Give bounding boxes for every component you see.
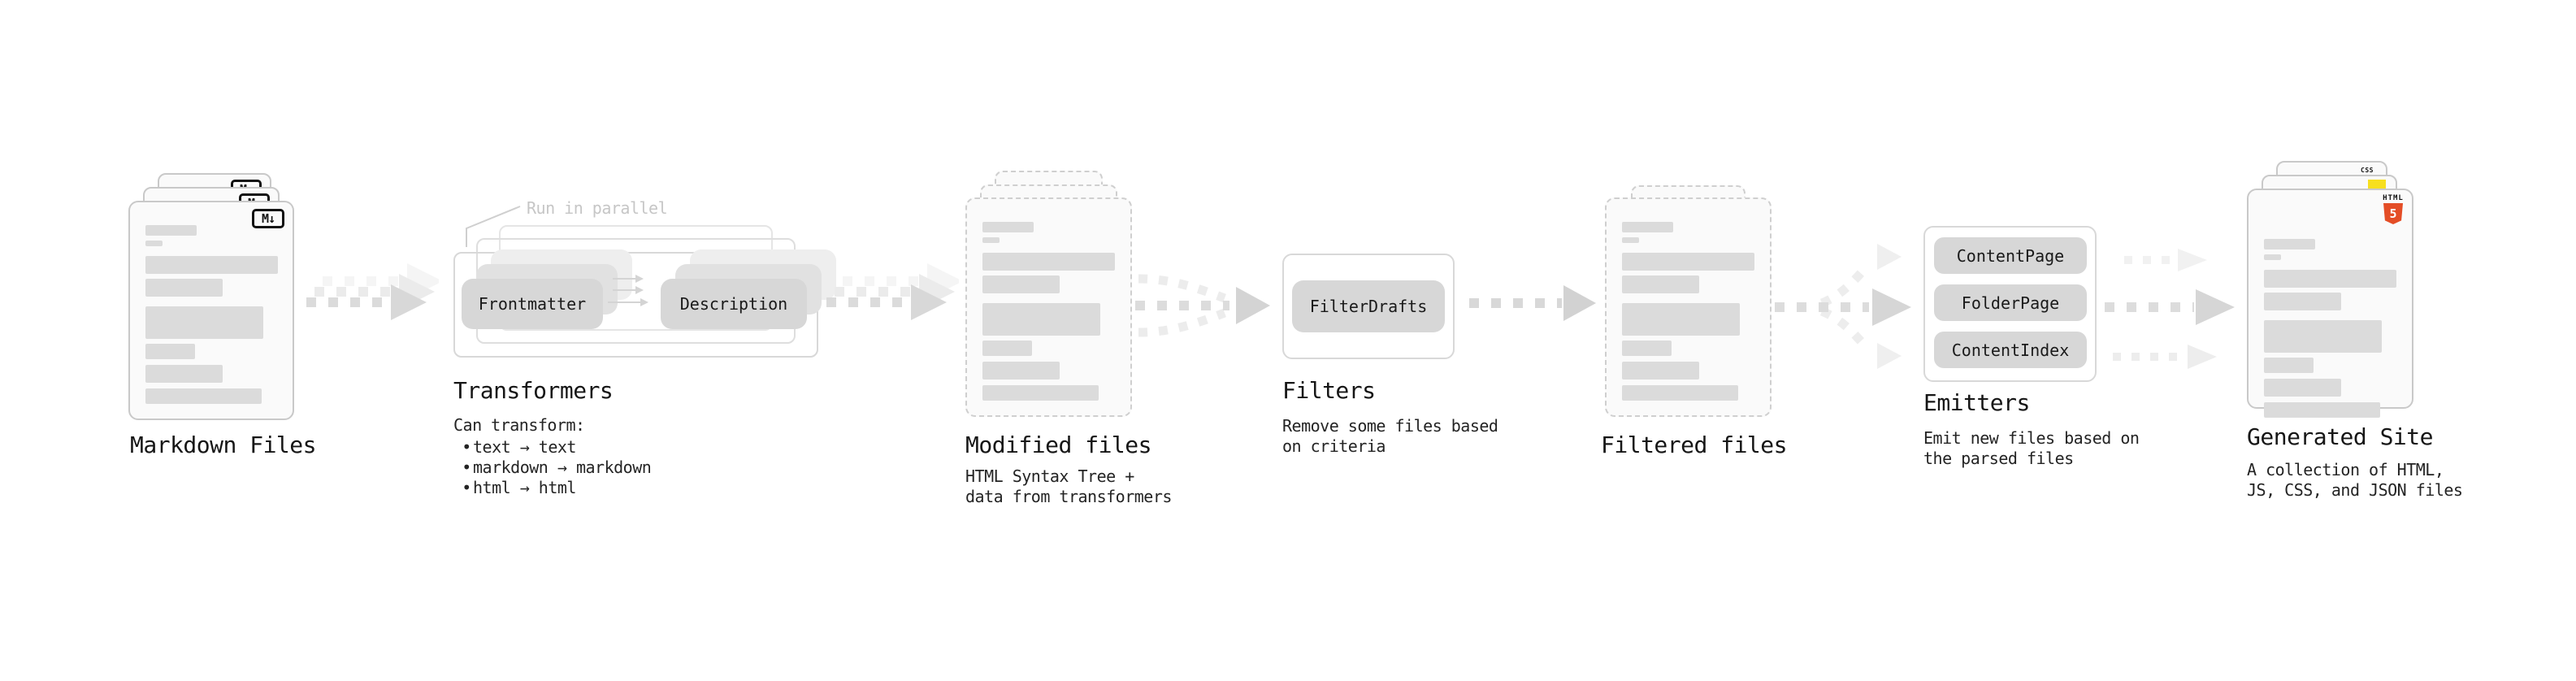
text-line-bar bbox=[2264, 270, 2396, 288]
filterdrafts-chip: FilterDrafts bbox=[1292, 280, 1445, 332]
bullet-text: markdown → markdown bbox=[473, 458, 652, 477]
bullet-text: html → html bbox=[473, 478, 576, 497]
css-icon-label: CSS bbox=[2361, 167, 2374, 174]
text-line-bar bbox=[1622, 340, 1672, 356]
document-content-placeholder bbox=[967, 199, 1130, 401]
modified-files-description-line-1: HTML Syntax Tree + bbox=[965, 466, 1134, 486]
text-line-bar bbox=[145, 344, 195, 359]
bullet-glyph: • bbox=[462, 478, 471, 497]
text-line-bar bbox=[2264, 379, 2341, 397]
arrow-transformers-to-modified bbox=[826, 263, 959, 320]
filters-description-line-1: Remove some files based bbox=[1282, 416, 1498, 436]
text-line-bar bbox=[2264, 320, 2382, 353]
text-line-bar bbox=[145, 225, 197, 236]
generated-site-description-line-1: A collection of HTML, bbox=[2247, 460, 2444, 479]
text-line-bar bbox=[982, 340, 1032, 356]
document-content-placeholder bbox=[130, 202, 293, 404]
text-line-bar bbox=[145, 279, 223, 297]
folderpage-chip: FolderPage bbox=[1934, 284, 2087, 321]
arrow-filtered-to-emitters-split bbox=[1775, 244, 1911, 369]
text-line-bar bbox=[2264, 239, 2315, 249]
text-line-bar bbox=[1622, 385, 1738, 401]
contentpage-chip: ContentPage bbox=[1934, 237, 2087, 274]
document-content-placeholder bbox=[2249, 190, 2412, 418]
emitters-title: Emitters bbox=[1923, 389, 2030, 416]
bullet-glyph: • bbox=[462, 437, 471, 457]
bullet-glyph: • bbox=[462, 458, 471, 477]
arrow-folderpage-to-site bbox=[2105, 289, 2235, 325]
text-line-bar bbox=[982, 385, 1099, 401]
markdown-files-label: Markdown Files bbox=[130, 432, 317, 458]
contentindex-chip: ContentIndex bbox=[1934, 332, 2087, 368]
text-line-bar bbox=[1622, 222, 1673, 232]
description-chip: Description bbox=[661, 279, 807, 329]
text-line-bar bbox=[1622, 237, 1639, 243]
transformers-bullet-html-to-html: •html → html bbox=[460, 478, 576, 497]
modified-files-label: Modified files bbox=[965, 432, 1152, 458]
generated-site-html-file: HTML 5 bbox=[2247, 189, 2413, 418]
arrow-markdown-to-transformers bbox=[306, 263, 439, 320]
text-line-bar bbox=[982, 237, 1000, 243]
text-line-bar bbox=[2264, 358, 2314, 373]
emitters-description-line-2: the parsed files bbox=[1923, 449, 2074, 468]
modified-file-front bbox=[965, 197, 1132, 417]
arrow-contentindex-to-site bbox=[2113, 345, 2217, 369]
text-line-bar bbox=[982, 253, 1115, 271]
text-line-bar bbox=[2264, 293, 2341, 310]
transformers-bullet-text-to-text: •text → text bbox=[460, 437, 576, 457]
arrow-modified-to-filters-merge bbox=[1135, 274, 1270, 337]
filtered-files-label: Filtered files bbox=[1601, 432, 1788, 458]
arrow-filters-to-filtered bbox=[1469, 285, 1596, 321]
text-line-bar bbox=[145, 388, 262, 404]
filters-description-line-2: on criteria bbox=[1282, 436, 1386, 456]
text-line-bar bbox=[982, 303, 1100, 336]
generated-site-label: Generated Site bbox=[2247, 423, 2434, 450]
document-content-placeholder bbox=[1607, 199, 1770, 401]
text-line-bar bbox=[145, 256, 278, 274]
arrow-contentpage-to-site bbox=[2124, 249, 2207, 271]
filtered-file-front bbox=[1605, 197, 1772, 417]
text-line-bar bbox=[145, 365, 223, 383]
text-line-bar bbox=[1622, 362, 1699, 380]
transformer-sequence-arrows bbox=[608, 275, 648, 306]
javascript-icon bbox=[2368, 180, 2386, 190]
generated-site-description-line-2: JS, CSS, and JSON files bbox=[2247, 480, 2463, 500]
text-line-bar bbox=[982, 362, 1060, 380]
transformers-bullet-markdown-to-markdown: •markdown → markdown bbox=[460, 458, 652, 477]
annotation-leader-line bbox=[466, 206, 521, 247]
emitters-description-line-1: Emit new files based on bbox=[1923, 428, 2140, 448]
transformers-title: Transformers bbox=[453, 377, 614, 404]
text-line-bar bbox=[1622, 253, 1754, 271]
modified-files-description-line-2: data from transformers bbox=[965, 487, 1172, 506]
html5-icon: HTML 5 bbox=[2383, 194, 2404, 224]
markdown-file-front: M↓ bbox=[128, 201, 294, 420]
run-in-parallel-annotation: Run in parallel bbox=[527, 198, 668, 218]
text-line-bar bbox=[982, 275, 1060, 293]
text-line-bar bbox=[145, 306, 263, 339]
frontmatter-chip: Frontmatter bbox=[462, 279, 603, 329]
html5-icon-number: 5 bbox=[2389, 206, 2397, 221]
bullet-text: text → text bbox=[473, 437, 576, 457]
text-line-bar bbox=[1622, 275, 1699, 293]
markdown-icon: M↓ bbox=[252, 209, 284, 228]
html5-icon-word: HTML bbox=[2383, 194, 2404, 202]
text-line-bar bbox=[2264, 254, 2281, 260]
text-line-bar bbox=[982, 222, 1034, 232]
filters-title: Filters bbox=[1282, 377, 1376, 404]
html5-icon-shield: 5 bbox=[2383, 203, 2403, 224]
text-line-bar bbox=[1622, 303, 1740, 336]
transformers-body-heading: Can transform: bbox=[453, 415, 585, 435]
text-line-bar bbox=[145, 241, 163, 246]
text-line-bar bbox=[2264, 402, 2380, 418]
